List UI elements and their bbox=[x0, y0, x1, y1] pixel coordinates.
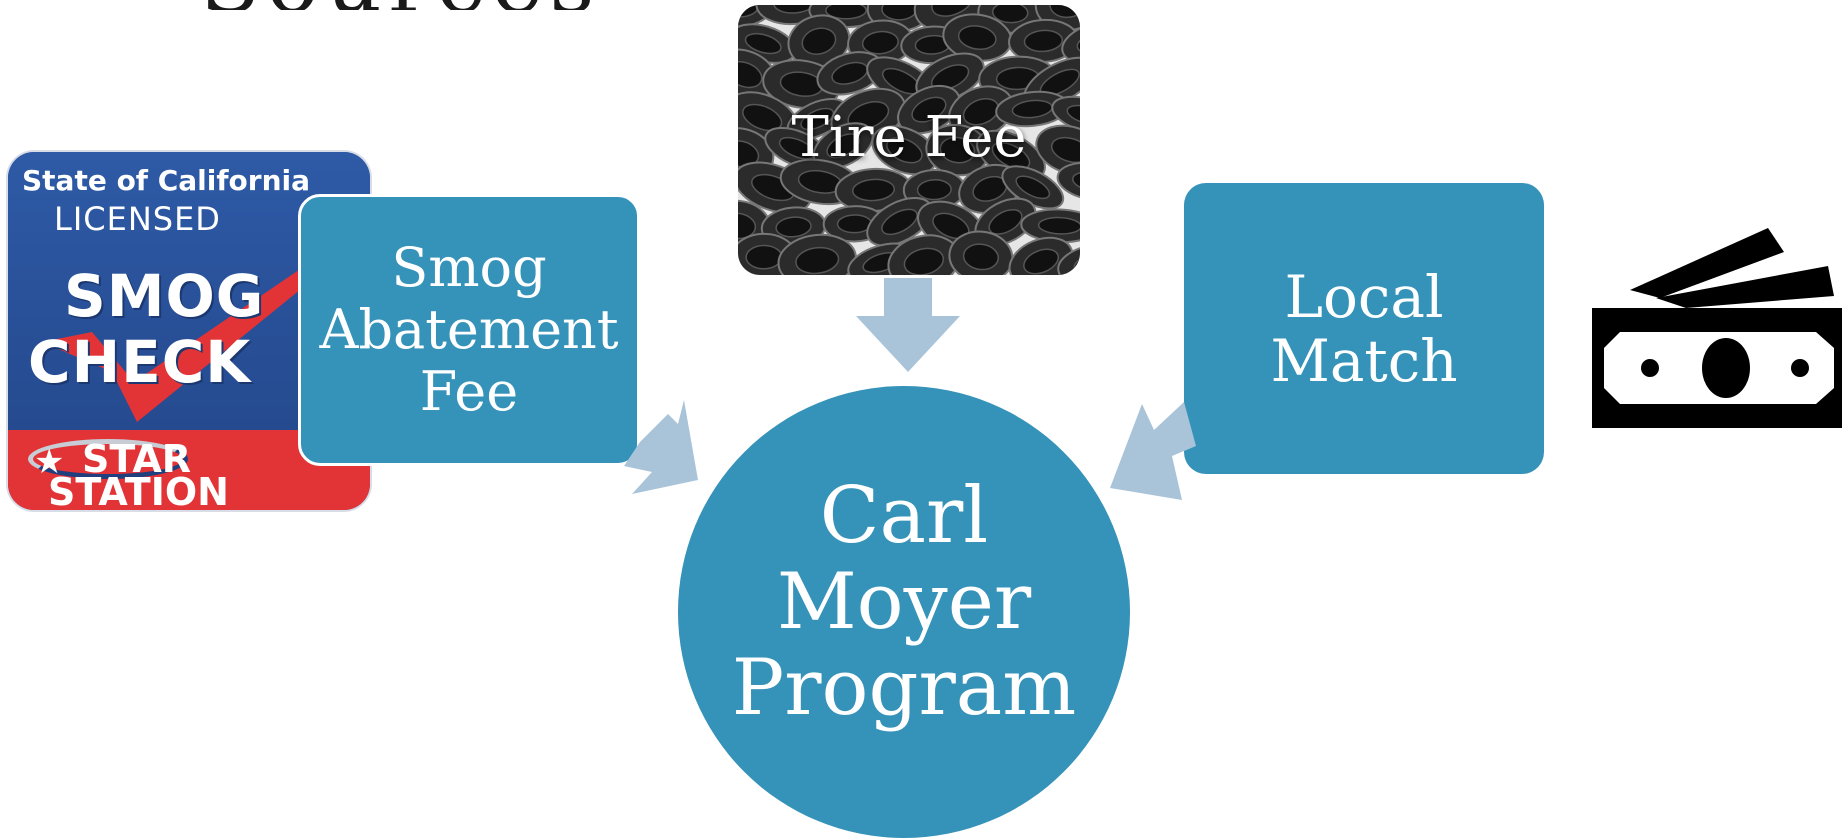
tire-hole bbox=[1023, 248, 1060, 275]
tire-hole bbox=[881, 208, 918, 236]
tire-pile-photo bbox=[738, 5, 1080, 275]
tire-hole bbox=[1037, 216, 1080, 235]
tire-shape bbox=[1061, 21, 1080, 64]
tire-hole bbox=[742, 103, 783, 132]
tire-hole bbox=[851, 178, 896, 202]
tire-hole bbox=[1015, 175, 1051, 200]
arrow-local-to-center bbox=[1110, 402, 1196, 500]
tire-shape bbox=[1056, 161, 1080, 201]
tire-hole bbox=[738, 140, 760, 168]
carl-moyer-program-label: Carl Moyer Program bbox=[731, 471, 1077, 733]
smog-abatement-fee-label: Smog Abatement Fee bbox=[319, 236, 619, 423]
tire-hole bbox=[930, 64, 970, 91]
checkmark-icon bbox=[42, 242, 340, 422]
tire-hole bbox=[795, 246, 840, 275]
tire-hole bbox=[775, 216, 812, 238]
tire-hole bbox=[825, 5, 867, 20]
tire-shape bbox=[1051, 95, 1080, 134]
badge-licensed-text: LICENSED bbox=[54, 200, 221, 238]
tire-hole bbox=[861, 30, 899, 55]
tire-hole bbox=[939, 136, 976, 164]
arrow-tire-to-center bbox=[856, 278, 960, 372]
tire-hole bbox=[738, 60, 763, 89]
smog-abatement-fee-node: Smog Abatement Fee bbox=[298, 194, 640, 466]
local-match-node: Local Match bbox=[1184, 183, 1544, 474]
tire-shape bbox=[1057, 243, 1080, 275]
tire-hole bbox=[957, 25, 997, 50]
tire-hole bbox=[1050, 136, 1080, 164]
tire-hole bbox=[916, 179, 952, 201]
tire-hole bbox=[991, 141, 1031, 170]
tire-hole bbox=[991, 5, 1029, 24]
tire-hole bbox=[826, 133, 860, 159]
tire-hole bbox=[962, 243, 999, 271]
tire-hole bbox=[1066, 104, 1080, 125]
tire-hole bbox=[1073, 253, 1080, 275]
tire-hole bbox=[886, 137, 923, 164]
money-bills-icon bbox=[1592, 228, 1842, 428]
tire-hole bbox=[903, 247, 945, 275]
tire-hole bbox=[1023, 29, 1064, 53]
badge-smog-text: SMOG bbox=[64, 262, 265, 330]
badge-state-text: State of California bbox=[22, 164, 311, 197]
tire-hole bbox=[1076, 31, 1080, 54]
tire-hole bbox=[988, 208, 1023, 235]
tire-hole bbox=[744, 32, 782, 55]
star-icon: ★ bbox=[34, 442, 65, 482]
tire-hole bbox=[1072, 171, 1080, 192]
badge-star-text: STAR bbox=[82, 437, 192, 481]
tire-hole bbox=[931, 5, 974, 17]
carl-moyer-program-node: Carl Moyer Program bbox=[678, 386, 1130, 838]
tire-hole bbox=[745, 244, 783, 270]
arrow-smog-to-center bbox=[624, 400, 698, 494]
tire-fee-node: Tire Fee bbox=[738, 5, 1080, 275]
tire-hole bbox=[800, 107, 835, 131]
slide-title-fragment: Sources bbox=[200, 0, 601, 10]
tire-hole bbox=[738, 212, 757, 240]
tire-hole bbox=[773, 5, 818, 14]
local-match-label: Local Match bbox=[1270, 262, 1458, 395]
badge-swoosh bbox=[28, 439, 188, 479]
tire-hole bbox=[801, 27, 837, 55]
badge-check-text: CHECK bbox=[28, 328, 252, 396]
tire-hole bbox=[1049, 5, 1080, 19]
tire-fee-label: Tire Fee bbox=[791, 105, 1027, 170]
tire-hole bbox=[911, 96, 947, 123]
badge-station-text: STATION bbox=[48, 470, 229, 510]
